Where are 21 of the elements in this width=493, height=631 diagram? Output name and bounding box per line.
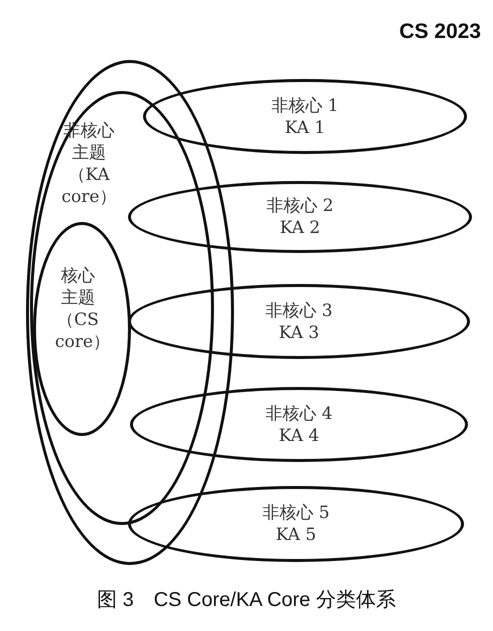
topic-label: 非核心 1 (270, 94, 340, 116)
area-ellipse (128, 181, 472, 253)
figure-caption: 图 3 CS Core/KA Core 分类体系 (96, 588, 397, 613)
area-code-label: KA 1 (284, 116, 326, 138)
area-code-label: KA 4 (278, 424, 320, 446)
area-ellipse (128, 284, 470, 359)
topic-label: 核心主题（CS core） (55, 265, 101, 353)
topic-label: 非核心 5 (261, 502, 331, 524)
title: CS 2023 (399, 20, 481, 44)
topic-group-ellipse (33, 222, 131, 436)
area-ellipse (143, 79, 467, 154)
topic-label: 非核心 2 (265, 195, 335, 217)
outer-ellipse (26, 60, 234, 565)
topic-label: 非核心 3 (264, 300, 334, 322)
area-code-label: KA 2 (278, 217, 322, 239)
area-ellipse (128, 486, 464, 562)
area-code-label: KA 3 (278, 322, 320, 344)
area-code-label: KA 5 (274, 524, 318, 546)
topic-label: 非核心 4 (264, 402, 334, 424)
topic-group-ellipse (30, 91, 214, 525)
area-ellipse (130, 387, 468, 462)
